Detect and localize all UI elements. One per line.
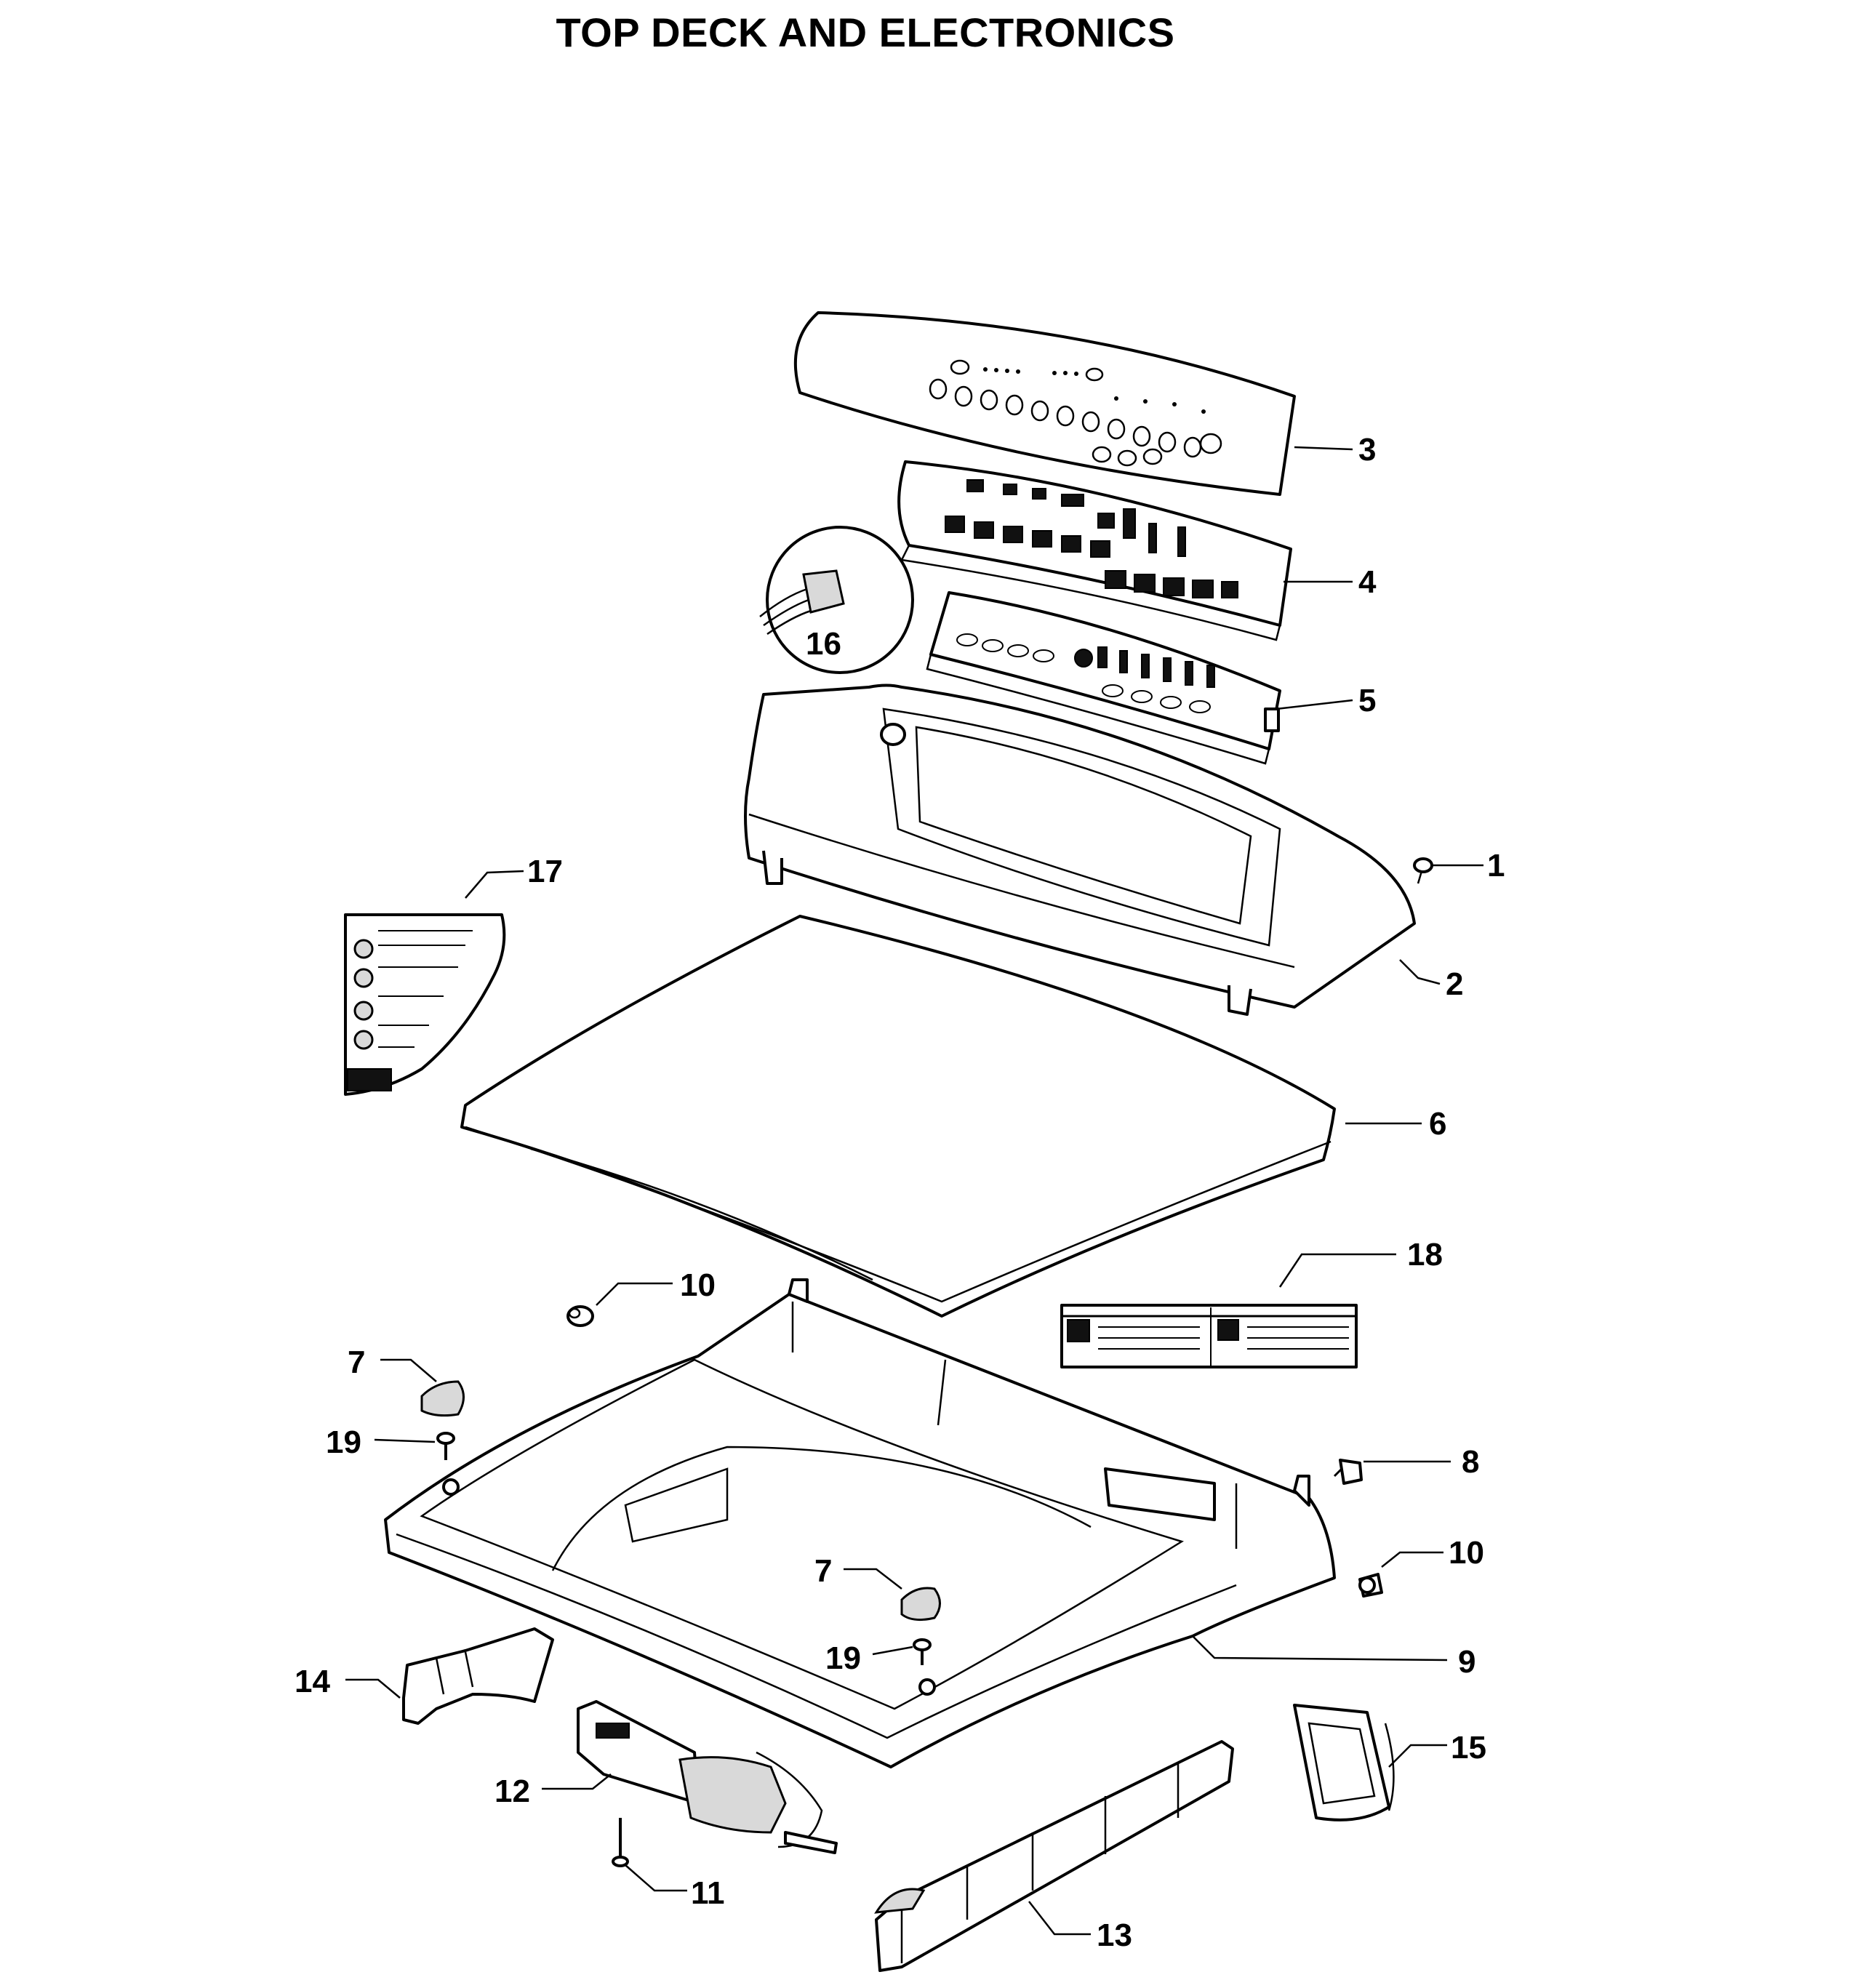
part-19-screw-left [436,1432,455,1460]
diagram-title: TOP DECK AND ELECTRONICS [556,9,1175,55]
part-13-rear-bracket [874,1740,1234,1972]
leader-13 [1028,1901,1091,1936]
callout-7b: 7 [814,1553,832,1589]
part-9-top-deck [384,1278,1336,1768]
part-5-control-board [926,591,1281,765]
callout-labels: 3 4 5 1 2 6 16 17 18 10 7 19 8 10 7 9 19… [295,432,1505,1953]
leader-18 [1278,1253,1396,1288]
leader-9 [1192,1635,1448,1662]
leader-7b [844,1568,902,1590]
leader-10b [1381,1551,1443,1568]
part-14-bracket [402,1627,554,1725]
callout-2: 2 [1446,966,1463,1002]
part-7-cap-left [420,1380,465,1417]
callout-7a: 7 [348,1344,365,1380]
leader-17 [465,870,524,899]
part-7-cap-right [900,1587,941,1622]
leader-15 [1388,1744,1447,1768]
callout-11: 11 [691,1875,725,1911]
part-11-screw [612,1818,629,1867]
leader-12 [542,1773,612,1790]
callout-19b: 19 [825,1640,861,1676]
leader-3 [1294,446,1353,451]
callout-15: 15 [1451,1730,1486,1765]
leader-lines [345,446,1483,1936]
part-12-dispenser [577,1700,838,1854]
leader-10a [596,1282,673,1306]
part-10-plug-upper [566,1305,594,1327]
part-19-screw-right [913,1638,932,1665]
leader-14 [345,1678,401,1699]
leader-5 [1276,699,1353,710]
part-16-wire-harness-detail [759,526,914,674]
leader-7a [380,1358,437,1382]
part-4-console-panel [897,460,1292,641]
callout-10b: 10 [1449,1535,1484,1571]
leader-19b [872,1646,913,1656]
callout-13: 13 [1097,1917,1132,1953]
part-18-warning-label [1060,1304,1358,1368]
callout-6: 6 [1429,1106,1446,1142]
part-1-screw [1413,857,1433,884]
callout-19a: 19 [326,1424,361,1460]
callout-8: 8 [1462,1444,1479,1480]
callout-14: 14 [295,1664,330,1699]
callout-17: 17 [527,854,563,889]
callout-9: 9 [1458,1644,1475,1680]
part-6-lid [460,915,1336,1318]
callout-12: 12 [494,1773,530,1809]
callout-18: 18 [1407,1237,1443,1272]
leader-11 [625,1864,687,1892]
callout-3: 3 [1358,432,1376,468]
callout-4: 4 [1358,564,1377,600]
part-10-plug-lower [1358,1573,1383,1598]
part-3-console-overlay [793,311,1296,496]
leader-2 [1399,959,1441,985]
callout-5: 5 [1358,683,1376,718]
part-17-instruction-label [344,913,506,1096]
callout-1: 1 [1487,848,1505,883]
part-15-manual-packet [1293,1704,1395,1821]
part-2-console-housing [744,684,1416,1016]
part-8-clip [1333,1459,1363,1485]
callout-10a: 10 [680,1267,716,1303]
leader-19a [374,1438,436,1443]
callout-16: 16 [806,626,841,662]
